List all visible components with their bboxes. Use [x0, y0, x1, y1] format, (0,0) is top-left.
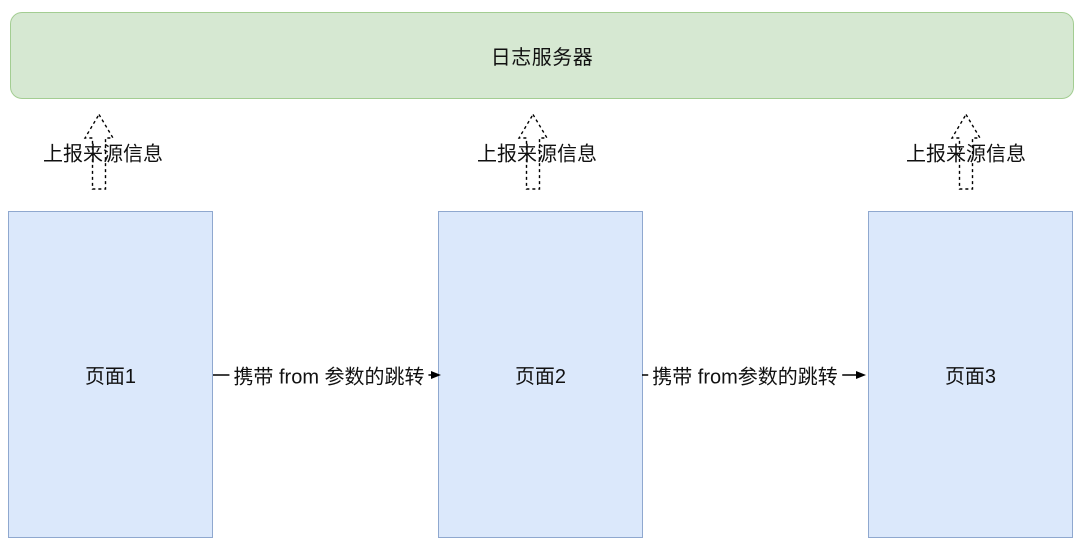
transition-label-2: 携带 from参数的跳转 [648, 360, 842, 390]
page-box-2: 页面2 [438, 211, 643, 538]
report-label-2: 上报来源信息 [477, 143, 597, 166]
page-box-3: 页面3 [868, 211, 1073, 538]
report-up-arrow-icon-2 [517, 113, 549, 190]
report-label-1: 上报来源信息 [43, 143, 163, 166]
report-label-3: 上报来源信息 [906, 143, 1026, 166]
report-up-arrow-icon-3 [950, 113, 982, 190]
page-box-1: 页面1 [8, 211, 213, 538]
page-label-1: 页面1 [84, 366, 137, 388]
page-label-2: 页面2 [514, 366, 567, 388]
report-up-arrow-icon-1 [83, 113, 115, 190]
log-server-box: 日志服务器 [10, 12, 1074, 99]
transition-label-1: 携带 from 参数的跳转 [229, 360, 429, 390]
log-server-label: 日志服务器 [490, 47, 594, 69]
page-label-3: 页面3 [944, 366, 997, 388]
